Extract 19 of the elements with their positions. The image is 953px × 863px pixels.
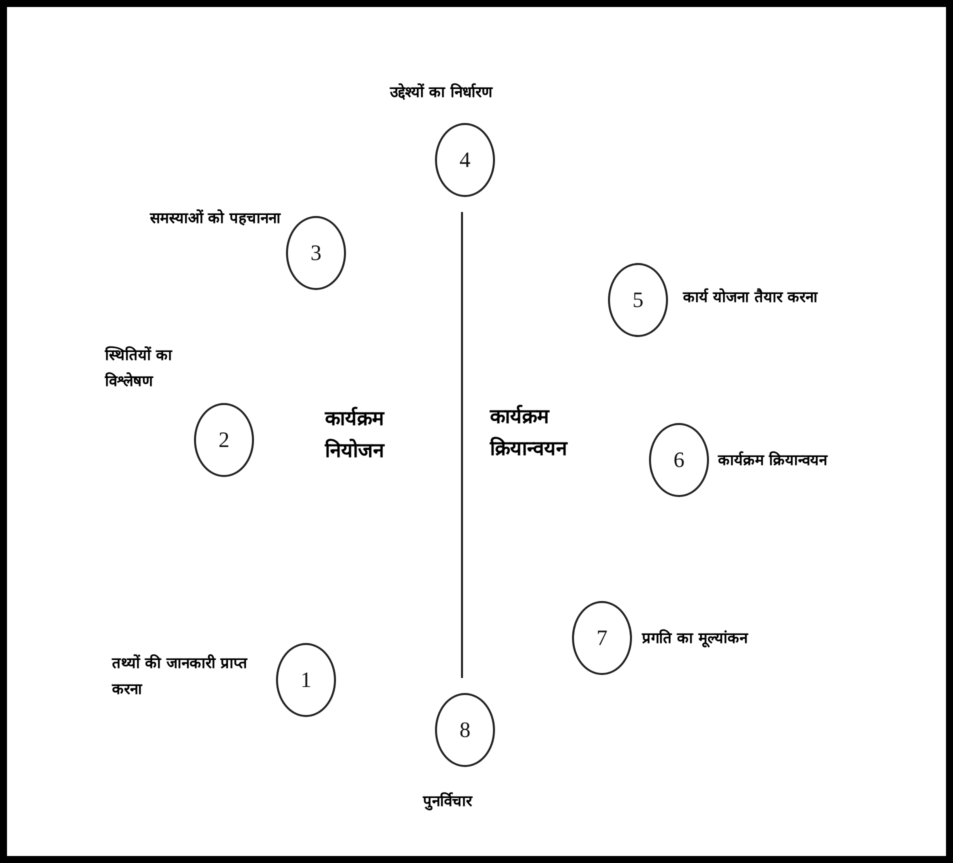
step-circle: 2	[194, 403, 254, 477]
step-label: प्रगति का मूल्यांकन	[642, 628, 750, 650]
step-label: कार्यक्रम क्रियान्वयन	[718, 450, 829, 471]
step-label: पुनर्विचार	[423, 791, 474, 812]
step-circle: 5	[608, 263, 668, 337]
step-circle: 3	[286, 216, 346, 290]
step-circle: 7	[572, 601, 632, 675]
phase-label: कार्यक्रम क्रियान्वयन	[490, 403, 569, 462]
step-circle: 4	[435, 123, 495, 197]
phase-label: कार्यक्रम नियोजन	[325, 405, 386, 464]
step-label: स्थितियों का विश्लेषण	[105, 345, 174, 392]
step-label: उद्देश्यों का निर्धारण	[390, 82, 494, 103]
step-label: तथ्यों की जानकारी प्राप्त करना	[112, 653, 249, 700]
step-circle: 6	[649, 423, 709, 497]
step-label: समस्याओं को पहचानना	[150, 208, 282, 229]
step-circle: 8	[435, 693, 495, 767]
step-circle: 1	[276, 643, 336, 717]
step-label: कार्य योजना तैयार करना	[683, 287, 819, 308]
connector-line	[461, 212, 463, 678]
